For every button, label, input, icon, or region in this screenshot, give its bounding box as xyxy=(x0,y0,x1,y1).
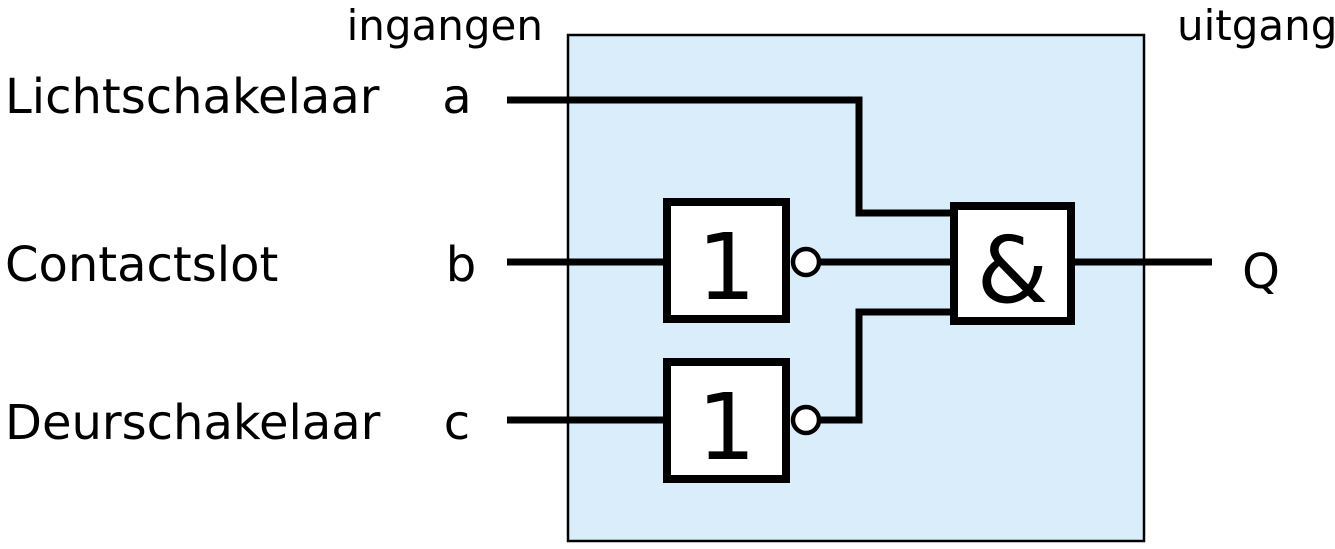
inverter-bubble-1 xyxy=(790,246,822,278)
input-name-lichtschakelaar: Lichtschakelaar xyxy=(5,69,380,125)
inputs-header-label: ingangen xyxy=(346,1,543,50)
not-gate-2-body xyxy=(663,358,790,483)
input-name-deurschakelaar: Deurschakelaar xyxy=(5,395,381,451)
and-gate-symbol: & xyxy=(976,217,1049,324)
not-gate-1-symbol: 1 xyxy=(697,214,756,321)
input-signal-a: a xyxy=(442,69,472,125)
output-signal-q: Q xyxy=(1242,244,1280,300)
output-header-label: uitgang xyxy=(1177,1,1335,50)
not-gate-1-body xyxy=(663,198,790,323)
input-signal-b: b xyxy=(445,237,477,293)
and-gate-body xyxy=(950,202,1075,325)
not-gate-2-symbol: 1 xyxy=(697,374,756,481)
wire-not2-to-and xyxy=(818,308,954,424)
wire-input-a xyxy=(507,96,954,217)
inverter-bubble-2 xyxy=(790,404,822,436)
input-signal-c: c xyxy=(443,395,471,451)
input-name-contactslot: Contactslot xyxy=(5,237,279,293)
